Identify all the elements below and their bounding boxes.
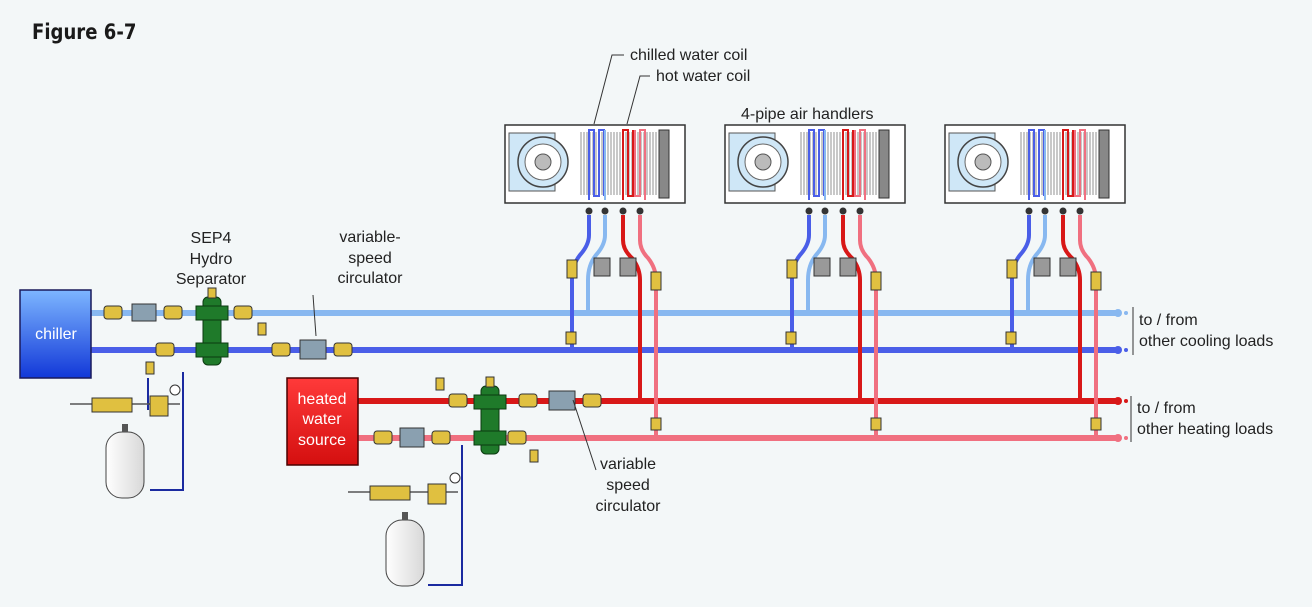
chilled-hydro-separator <box>195 287 229 366</box>
circ-bottom-label-line3: circulator <box>596 498 662 515</box>
heating-loads-label-line1: to / from <box>1137 400 1196 417</box>
heating-hydro-separator <box>473 376 507 455</box>
cooling-loads-label-line1: to / from <box>1139 312 1198 329</box>
zone-valves <box>566 257 1102 291</box>
circ-top-label-line3: circulator <box>338 270 404 287</box>
circ-bottom-label-line2: speed <box>606 477 650 494</box>
air-handler-3 <box>944 124 1126 215</box>
chiller: chiller <box>19 289 92 379</box>
diagram-labels: chilled water coil hot water coil 4-pipe… <box>176 47 1273 515</box>
heated-water-source: heated water source <box>286 377 359 466</box>
chilled-water-coil-label: chilled water coil <box>630 47 747 64</box>
separator-label-line3: Separator <box>176 271 247 288</box>
pipe-end-caps <box>1114 309 1128 442</box>
circ-bottom-label-line1: variable <box>600 456 656 473</box>
chilled-expansion-tank <box>70 372 184 499</box>
chiller-label: chiller <box>35 326 77 343</box>
circ-top-label-line1: variable- <box>339 229 400 246</box>
hot-water-coil-label: hot water coil <box>656 68 750 85</box>
figure-title: Figure 6-7 <box>32 20 137 44</box>
separator-label-line1: SEP4 <box>191 230 232 247</box>
air-handlers-label: 4-pipe air handlers <box>741 106 874 123</box>
risers-3 <box>1010 215 1098 438</box>
air-handler-2 <box>724 124 906 215</box>
heating-expansion-tank <box>348 445 463 587</box>
heating-side-valves <box>373 377 602 463</box>
separator-label-line2: Hydro <box>190 251 233 268</box>
circ-top-label-line2: speed <box>348 250 392 267</box>
risers-2 <box>790 215 878 438</box>
chiller-side-valves <box>103 303 353 375</box>
heated-label-line2: water <box>301 411 342 428</box>
heated-label-line3: source <box>298 432 346 449</box>
heating-loads-label-line2: other heating loads <box>1137 421 1273 438</box>
branch-valves <box>565 331 1102 431</box>
load-brackets <box>1130 307 1134 442</box>
air-handler-1 <box>504 124 686 215</box>
cooling-loads-label-line2: other cooling loads <box>1139 333 1273 350</box>
leader-lines <box>312 54 650 471</box>
heated-label-line1: heated <box>298 391 347 408</box>
